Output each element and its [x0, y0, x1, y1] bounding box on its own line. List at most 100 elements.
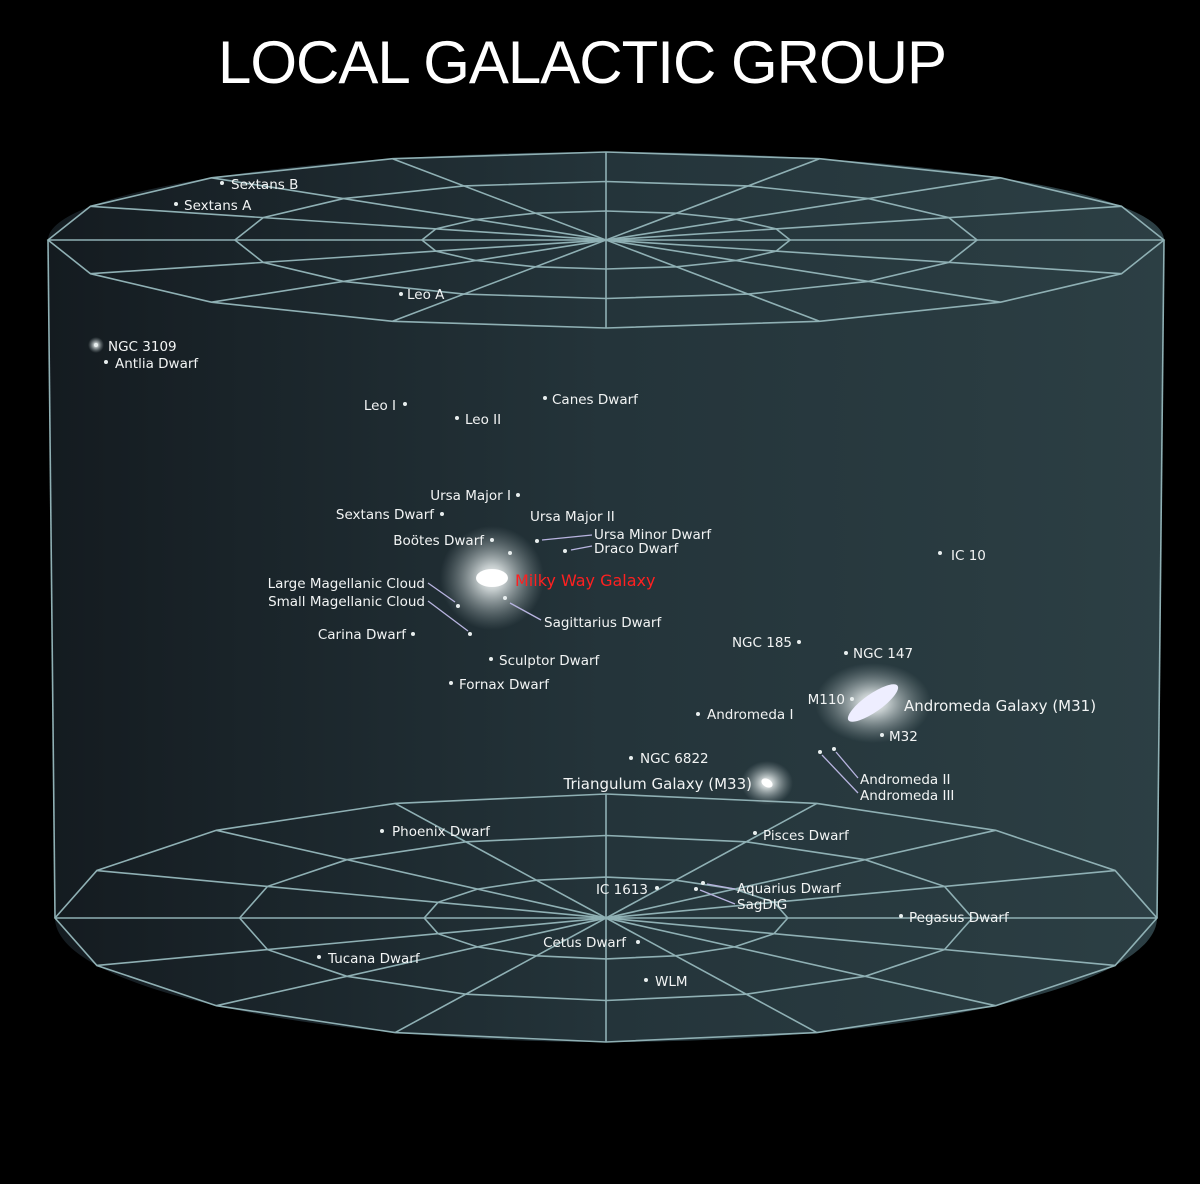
- label-andromeda-i: Andromeda I: [707, 707, 793, 723]
- cylinder-grid: [46, 151, 1166, 1043]
- andromeda-core-icon: [847, 684, 899, 722]
- sextans-b-dot-icon: [220, 181, 224, 185]
- andromeda-ii-dot-icon: [832, 747, 836, 751]
- tucana-dwarf-dot-icon: [317, 955, 321, 959]
- bo-tes-dwarf-dot-icon: [490, 538, 494, 542]
- ic-10-dot-icon: [938, 551, 942, 555]
- leo-a-dot-icon: [399, 292, 403, 296]
- label-milky-way-galaxy: Milky Way Galaxy: [515, 571, 656, 590]
- cylinder-right-edge: [1156, 239, 1165, 919]
- draco-dwarf-leader-line: [570, 545, 593, 551]
- label-aquarius-dwarf: Aquarius Dwarf: [737, 881, 842, 897]
- small-magellanic-cloud-leader-line: [427, 600, 469, 632]
- label-draco-dwarf: Draco Dwarf: [594, 541, 679, 557]
- label-large-magellanic-cloud: Large Magellanic Cloud: [268, 576, 425, 592]
- ngc-147-dot-icon: [844, 651, 848, 655]
- phoenix-dwarf-dot-icon: [380, 829, 384, 833]
- leo-ii-dot-icon: [455, 416, 459, 420]
- label-ic-1613: IC 1613: [596, 882, 648, 898]
- label-tucana-dwarf: Tucana Dwarf: [327, 951, 421, 967]
- label-andromeda-ii: Andromeda II: [860, 772, 950, 788]
- large-magellanic-cloud-dot-icon: [456, 604, 460, 608]
- label-pisces-dwarf: Pisces Dwarf: [763, 828, 850, 844]
- ursa-minor-dwarf-leader-line: [541, 534, 593, 541]
- label-leo-a: Leo A: [407, 287, 445, 303]
- m110-dot-icon: [850, 697, 854, 701]
- label-ngc-185: NGC 185: [732, 635, 792, 651]
- label-ic-10: IC 10: [951, 548, 986, 564]
- label-sculptor-dwarf: Sculptor Dwarf: [499, 653, 601, 669]
- aquarius-dwarf-dot-icon: [701, 881, 705, 885]
- cetus-dwarf-dot-icon: [636, 940, 640, 944]
- label-pegasus-dwarf: Pegasus Dwarf: [909, 910, 1010, 926]
- milky-way-core-icon: [476, 569, 508, 587]
- pegasus-dwarf-dot-icon: [899, 914, 903, 918]
- bottom-disc-spoke: [96, 869, 1116, 967]
- ursa-major-ii-dot-icon: [508, 551, 512, 555]
- sextans-dwarf-dot-icon: [440, 512, 444, 516]
- sculptor-dwarf-dot-icon: [489, 657, 493, 661]
- draco-dwarf-dot-icon: [563, 549, 567, 553]
- label-sextans-a: Sextans A: [184, 198, 252, 214]
- large-magellanic-cloud-leader-line: [427, 582, 456, 603]
- label-leo-i: Leo I: [364, 398, 396, 414]
- label-sagittarius-dwarf: Sagittarius Dwarf: [544, 615, 662, 631]
- pisces-dwarf-dot-icon: [753, 831, 757, 835]
- label-ursa-major-ii: Ursa Major II: [530, 509, 615, 525]
- fornax-dwarf-dot-icon: [449, 681, 453, 685]
- ngc-3109-dot-icon: [94, 343, 98, 347]
- galaxy-markers: [88, 181, 942, 982]
- cylinder-left-edge: [47, 239, 56, 919]
- label-canes-dwarf: Canes Dwarf: [552, 392, 639, 408]
- wlm-dot-icon: [644, 978, 648, 982]
- leo-i-dot-icon: [403, 402, 407, 406]
- andromeda-iii-leader-line: [821, 754, 859, 794]
- canes-dwarf-dot-icon: [543, 396, 547, 400]
- sagdig-dot-icon: [694, 887, 698, 891]
- label-leo-ii: Leo II: [465, 412, 501, 428]
- label-carina-dwarf: Carina Dwarf: [318, 627, 407, 643]
- sagittarius-dwarf-dot-icon: [503, 596, 507, 600]
- label-small-magellanic-cloud: Small Magellanic Cloud: [268, 594, 425, 610]
- carina-dwarf-dot-icon: [411, 632, 415, 636]
- label-ursa-minor-dwarf: Ursa Minor Dwarf: [594, 527, 712, 543]
- label-ngc-6822: NGC 6822: [640, 751, 709, 767]
- label-sagdig: SagDIG: [737, 897, 787, 913]
- m32-dot-icon: [880, 733, 884, 737]
- label-wlm: WLM: [655, 974, 688, 990]
- label-bo-tes-dwarf: Boötes Dwarf: [393, 533, 485, 549]
- label-sextans-b: Sextans B: [231, 177, 298, 193]
- top-disc-spoke: [90, 205, 1122, 275]
- label-fornax-dwarf: Fornax Dwarf: [459, 677, 550, 693]
- label-phoenix-dwarf: Phoenix Dwarf: [392, 824, 491, 840]
- label-ngc-3109: NGC 3109: [108, 339, 177, 355]
- antlia-dwarf-dot-icon: [104, 360, 108, 364]
- label-m110: M110: [808, 692, 845, 708]
- label-cetus-dwarf: Cetus Dwarf: [543, 935, 627, 951]
- label-andromeda-galaxy-m31: Andromeda Galaxy (M31): [904, 697, 1096, 715]
- sagittarius-dwarf-leader-line: [509, 602, 542, 621]
- sagdig-leader-line: [699, 889, 736, 905]
- label-andromeda-iii: Andromeda III: [860, 788, 954, 804]
- ngc-185-dot-icon: [797, 640, 801, 644]
- label-m32: M32: [889, 729, 918, 745]
- small-magellanic-cloud-dot-icon: [468, 632, 472, 636]
- andromeda-ii-leader-line: [835, 751, 859, 779]
- andromeda-iii-dot-icon: [818, 750, 822, 754]
- label-triangulum-galaxy-m33: Triangulum Galaxy (M33): [562, 775, 752, 793]
- label-sextans-dwarf: Sextans Dwarf: [336, 507, 435, 523]
- ngc-6822-dot-icon: [629, 756, 633, 760]
- cylinder-body: [48, 152, 1164, 1042]
- ursa-minor-dwarf-dot-icon: [535, 539, 539, 543]
- aquarius-dwarf-leader-line: [706, 883, 736, 890]
- label-ngc-147: NGC 147: [853, 646, 913, 662]
- label-ursa-major-i: Ursa Major I: [430, 488, 511, 504]
- sextans-a-dot-icon: [174, 202, 178, 206]
- triangulum-core-icon: [761, 778, 773, 788]
- andromeda-i-dot-icon: [696, 712, 700, 716]
- ic-1613-dot-icon: [655, 886, 659, 890]
- label-antlia-dwarf: Antlia Dwarf: [115, 356, 199, 372]
- diagram-title: LOCAL GALACTIC GROUP: [218, 29, 947, 96]
